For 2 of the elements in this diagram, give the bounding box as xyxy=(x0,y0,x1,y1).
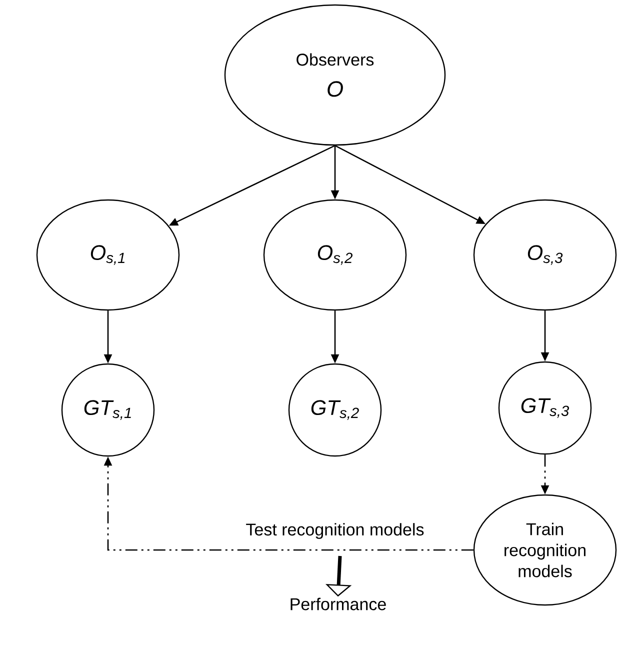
output-label: Performance xyxy=(290,598,386,610)
edge-label: Test recognition models xyxy=(244,522,426,540)
